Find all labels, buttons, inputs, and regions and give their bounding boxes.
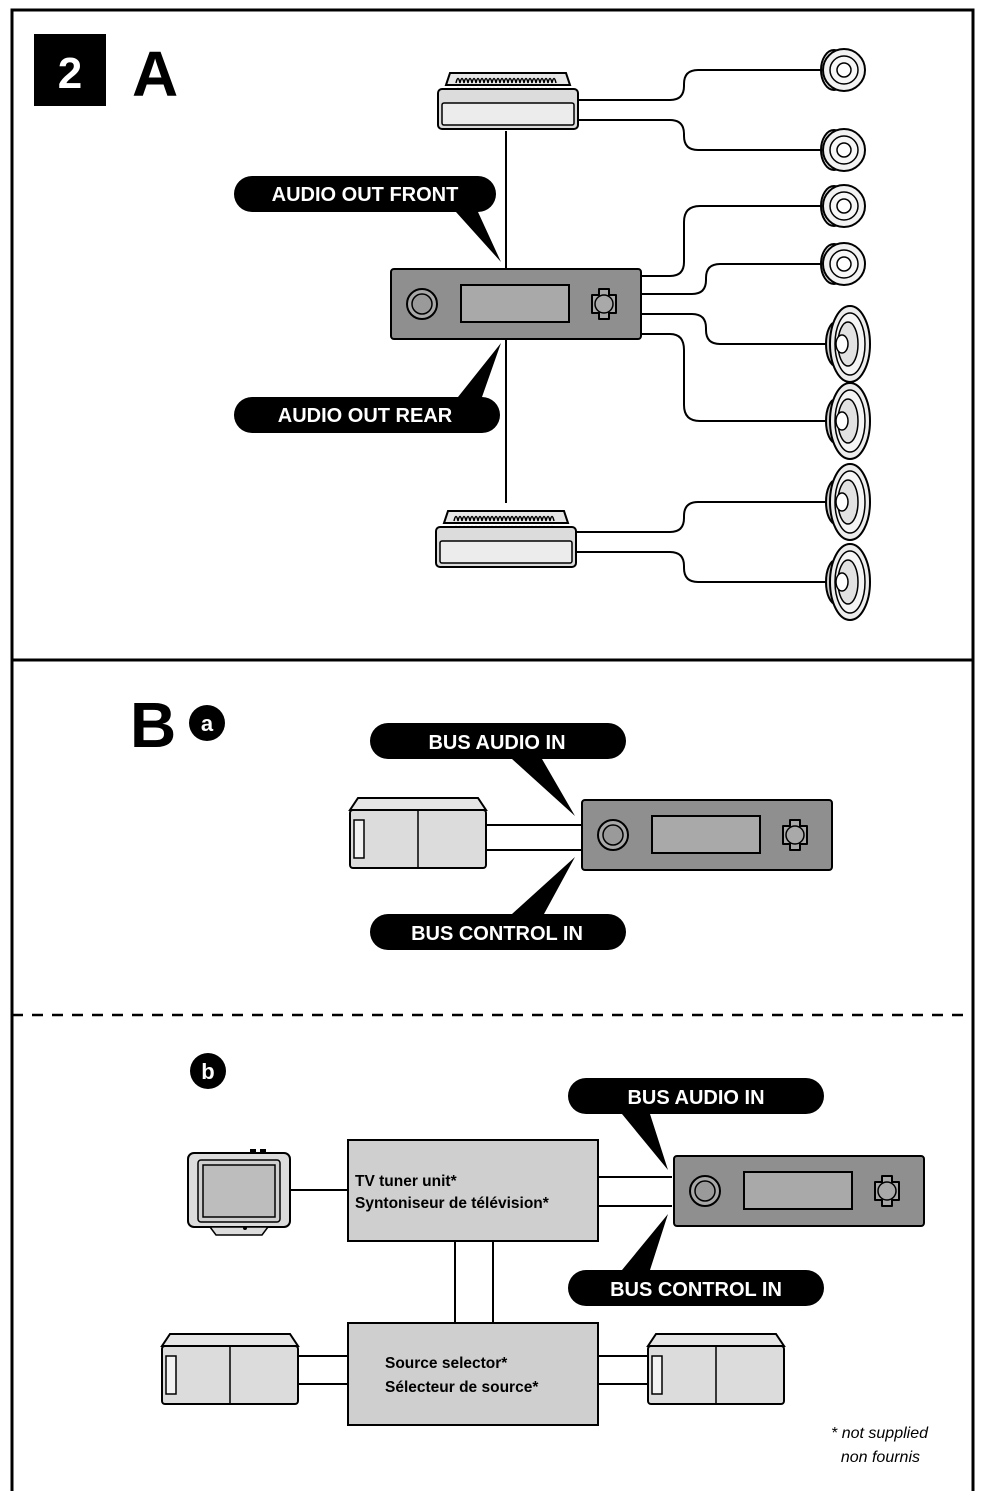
head-unit-icon — [581, 799, 833, 871]
step-number: 2 — [58, 49, 82, 98]
label-bus-audio-in-b: BUS AUDIO IN — [627, 1087, 764, 1109]
cd-changer-icon — [349, 797, 487, 869]
section-a: 2 A AUDIO OUT FR — [34, 34, 871, 621]
label-bus-control-in-a: BUS CONTROL IN — [411, 923, 583, 945]
wiring-b-b — [290, 1176, 672, 1385]
tweeter-icon — [820, 184, 866, 228]
monitor-icon — [187, 1149, 291, 1236]
tweeter-icon — [820, 128, 866, 172]
label-audio-out-front: AUDIO OUT FRONT — [272, 184, 459, 206]
head-unit-icon — [673, 1155, 925, 1227]
cd-changer-icon — [647, 1333, 785, 1405]
tv-tuner-label-en: TV tuner unit* — [355, 1173, 458, 1190]
oval-speaker-icon — [825, 305, 871, 383]
label-audio-out-rear: AUDIO OUT REAR — [278, 405, 453, 427]
oval-speaker-icon — [825, 382, 871, 460]
section-b-letter: B — [130, 689, 176, 761]
sub-b-badge — [190, 1053, 226, 1089]
cd-changer-icon — [161, 1333, 299, 1405]
tv-tuner-label-fr: Syntoniseur de télévision* — [355, 1195, 550, 1212]
callout-bus-audio-in-b — [568, 1078, 824, 1170]
source-selector-box — [347, 1322, 599, 1426]
head-unit-icon — [390, 268, 642, 340]
page-frame — [10, 8, 975, 1491]
footnote-en: * not supplied — [831, 1425, 929, 1442]
callout-bus-control-in-b — [568, 1214, 824, 1306]
source-selector-label-en: Source selector* — [385, 1355, 508, 1372]
sub-b-letter: b — [201, 1059, 214, 1084]
wiring-b-a — [486, 824, 582, 851]
step-badge — [34, 34, 106, 106]
footnote-fr: non fournis — [841, 1449, 920, 1466]
tv-tuner-box — [347, 1139, 599, 1242]
label-bus-control-in-b: BUS CONTROL IN — [610, 1279, 782, 1301]
sub-a-letter: a — [201, 711, 214, 736]
section-a-letter: A — [132, 38, 178, 110]
oval-speaker-icon — [825, 463, 871, 541]
callout-audio-out-front — [234, 176, 501, 262]
callout-bus-audio-in-a — [370, 723, 626, 816]
tweeter-icon — [820, 48, 866, 92]
oval-speaker-icon — [825, 543, 871, 621]
amplifier-icon — [435, 510, 577, 568]
tweeter-icon — [820, 242, 866, 286]
source-selector-label-fr: Sélecteur de source* — [385, 1379, 539, 1396]
sub-a-badge — [189, 705, 225, 741]
wiring-a — [505, 69, 828, 583]
section-b-b: b TV tuner unit* Syntoniseur de télévisi… — [161, 1053, 929, 1466]
callout-bus-control-in-a — [370, 857, 626, 950]
section-b-a: B a BUS AUDIO IN BUS CONTROL IN — [130, 689, 833, 950]
amplifier-icon — [437, 72, 579, 130]
callout-audio-out-rear — [234, 343, 501, 433]
label-bus-audio-in-a: BUS AUDIO IN — [428, 732, 565, 754]
